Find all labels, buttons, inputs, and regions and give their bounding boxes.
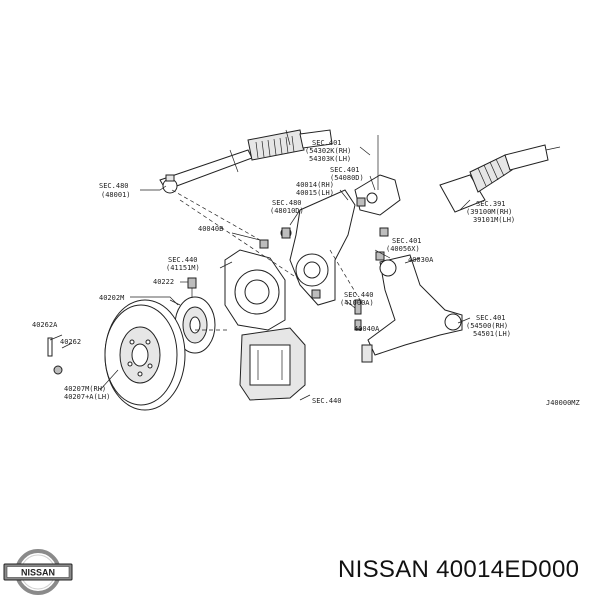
label-54501: 54501(LH) (473, 330, 511, 338)
drive-shaft (439, 144, 561, 213)
label-40262: 40262 (60, 338, 81, 346)
label-sec440-c: SEC.440 (312, 397, 342, 405)
label-40222: 40222 (153, 278, 174, 286)
logo-wordmark: NISSAN (21, 568, 55, 578)
label-sec440-b: SEC.440 (344, 291, 374, 299)
backing-plate (224, 249, 286, 331)
label-40014: 40014(RH) (296, 181, 334, 189)
part-labels: SEC.480 (48001) SEC.401 (54302K(RH) 5430… (32, 139, 580, 407)
label-39101m: 39101M(LH) (473, 216, 515, 224)
label-40202m: 40202M (99, 294, 124, 302)
label-40030a: 40030A (408, 256, 434, 264)
label-48010d: (48010D) (270, 207, 304, 215)
label-39100m: (39100M(RH) (466, 208, 512, 216)
label-54500: (54500(RH) (466, 322, 508, 330)
nissan-logo: NISSAN (3, 549, 73, 595)
label-40262a: 40262A (32, 321, 58, 329)
lower-control-arm (361, 254, 463, 363)
label-40207ml: 40207+A(LH) (64, 393, 110, 401)
tie-rod-assembly (159, 129, 333, 194)
label-sec401-right: SEC.401 (476, 314, 506, 322)
wheel-hub (169, 296, 216, 354)
label-sec401-b: SEC.401 (330, 166, 360, 174)
label-54080d: (54080D) (330, 174, 364, 182)
label-54303k: 54303K(LH) (309, 155, 351, 163)
label-sec401-mid: SEC.401 (392, 237, 422, 245)
label-sec480-top: SEC.480 (99, 182, 129, 190)
label-sec480-mid: SEC.480 (272, 199, 302, 207)
label-41151m: (41151M) (166, 264, 200, 272)
label-40040a: 40040A (354, 325, 380, 333)
label-48001: (48001) (101, 191, 131, 199)
label-sec401-top: SEC.401 (312, 139, 342, 147)
label-40056x: (40056X) (386, 245, 420, 253)
label-sec440-a: SEC.440 (168, 256, 198, 264)
diagram-code: J40000MZ (546, 399, 580, 407)
leader-lines (49, 129, 471, 401)
label-sec391: SEC.391 (476, 200, 506, 208)
label-40015: 40015(LH) (296, 189, 334, 197)
label-40207m: 40207M(RH) (64, 385, 106, 393)
fasteners (47, 197, 389, 375)
label-40040b: 40040B (198, 225, 223, 233)
label-41000a: (41000A) (340, 299, 374, 307)
label-54302k: (54302K(RH) (305, 147, 351, 155)
brake-rotor (104, 299, 186, 411)
brake-caliper (239, 327, 306, 401)
part-number-title: NISSAN 40014ED000 (338, 556, 580, 583)
